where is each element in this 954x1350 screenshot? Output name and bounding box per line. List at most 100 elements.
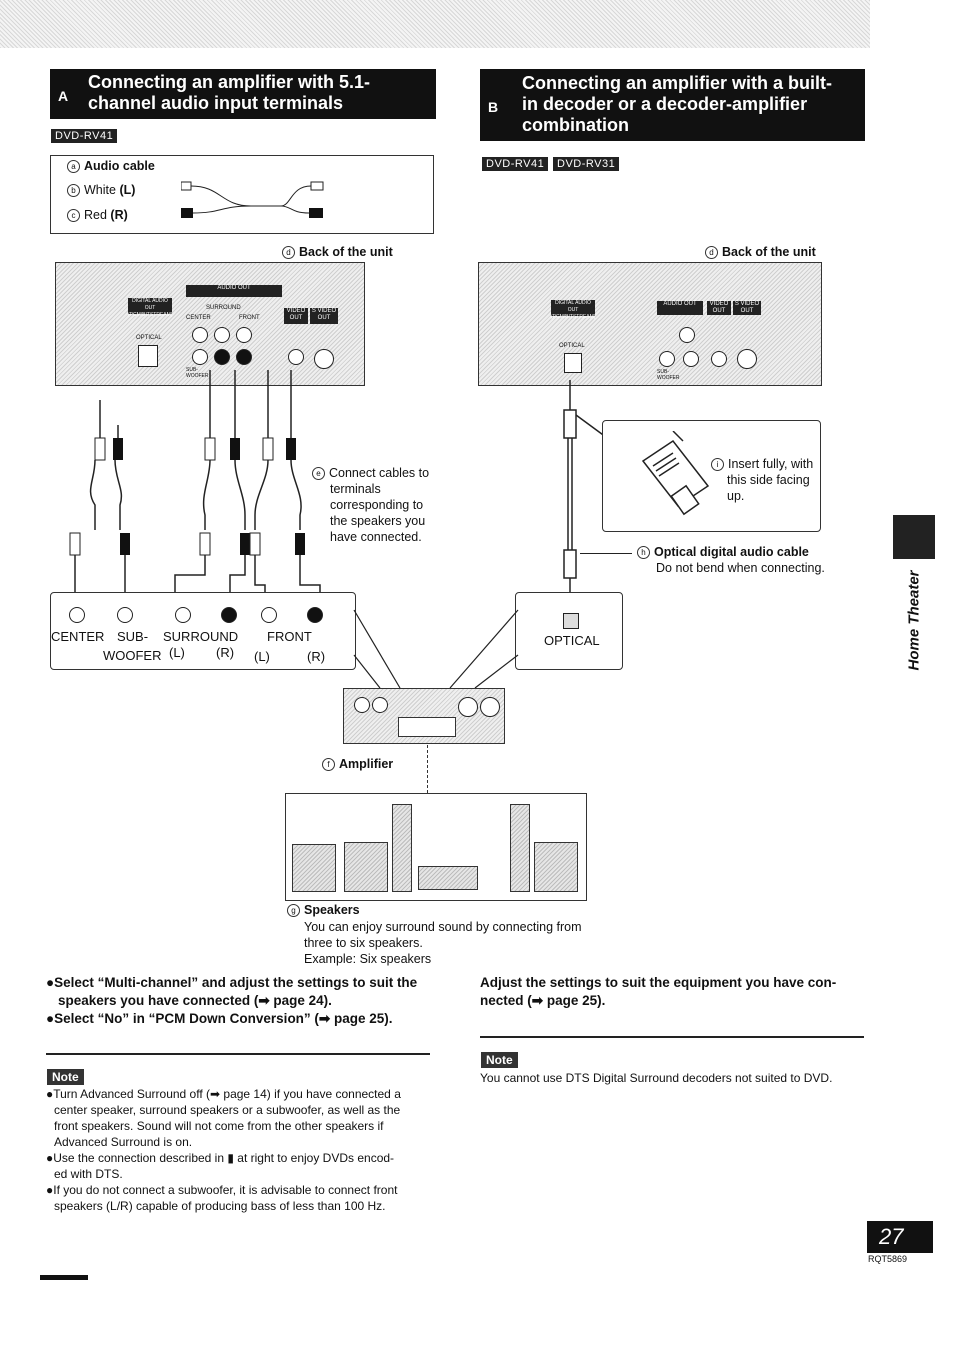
amp-knob-2 [372, 697, 388, 713]
amp-center-jack [69, 607, 85, 623]
amp-knob-1 [354, 697, 370, 713]
amp-optical-port [563, 613, 579, 629]
speaker-surround-l [344, 842, 388, 892]
video-out-label-b: VIDEO OUT [707, 301, 731, 315]
svideo-out-jack-b [737, 349, 757, 369]
note-b: You cannot use DTS Digital Surround deco… [480, 1071, 833, 1085]
amp-front-l-label: (L) [254, 649, 270, 664]
front-l-jack-a [236, 327, 252, 343]
section-a-letter: A [58, 88, 69, 104]
speaker-surround-r [534, 842, 578, 892]
video-out-jack-b [711, 351, 727, 367]
amplifier-illustration [343, 688, 505, 744]
amp-display [398, 717, 456, 737]
svideo-out-label-a: S VIDEO OUT [310, 308, 338, 324]
amp-knob-4 [480, 697, 500, 717]
speaker-center [418, 866, 478, 890]
optical-port-a [138, 345, 158, 367]
audio-r-jack-b [683, 351, 699, 367]
amp-center-label: CENTER [51, 629, 105, 644]
model-badge-rv31-b: DVD-RV31 [553, 157, 620, 171]
top-pattern-band [0, 0, 870, 48]
digital-out-label-a: DIGITAL AUDIO OUT (PCM/BITSTREAM) [128, 298, 173, 318]
subwoofer-label-a: SUB-WOOFER [186, 367, 209, 379]
audio-out-label-b: AUDIO OUT [657, 301, 703, 315]
amp-sur-l-label: (L) [169, 645, 185, 660]
amp-front-r-jack [307, 607, 323, 623]
surround-label-a: SURROUND [206, 305, 241, 311]
section-b-letter: B [488, 99, 499, 115]
amp-surround-r-jack [221, 607, 237, 623]
amp-woofer-label: WOOFER [103, 648, 162, 663]
cable-illustration [181, 181, 324, 218]
amp-optical-label: OPTICAL [544, 633, 600, 648]
model-badge-rv41-b: DVD-RV41 [482, 157, 549, 171]
optical-cable-sub: Do not bend when connecting. [656, 561, 825, 575]
amp-callout-lines [353, 609, 519, 689]
side-tab-block [893, 515, 935, 559]
optical-callout-line [580, 553, 632, 554]
subwoofer-label-b: SUB-WOOFER [657, 369, 680, 381]
speaker-subwoofer [292, 844, 336, 892]
instructions-a: ●Select “Multi-channel” and adjust the s… [46, 975, 418, 1026]
subwoofer-jack-a [192, 349, 208, 365]
speaker-front-l [392, 804, 412, 892]
note-badge-b: Note [481, 1052, 518, 1068]
section-a-title: Connecting an amplifier with 5.1- channe… [88, 72, 371, 113]
optical-port-b [564, 353, 582, 373]
amp-subwoofer-jack [117, 607, 133, 623]
instructions-b: Adjust the settings to suit the equipmen… [480, 975, 837, 1008]
optical-label-a: OPTICAL [136, 335, 162, 341]
section-a-header: A Connecting an amplifier with 5.1- chan… [50, 69, 436, 119]
amp-sur-r-label: (R) [216, 645, 235, 660]
surround-r-jack-a [214, 349, 230, 365]
amp-surround-l-jack [175, 607, 191, 623]
doc-code: RQT5869 [868, 1254, 908, 1264]
amp-surround-label: SURROUND [163, 629, 239, 644]
optical-label-b: OPTICAL [559, 343, 585, 349]
amp-to-speakers-line [427, 745, 428, 793]
amp-optical-box-b: OPTICAL [515, 592, 623, 670]
surround-l-jack-a [214, 327, 230, 343]
wiring-diagram-a [69, 370, 321, 600]
side-tab-label: Home Theater [905, 570, 923, 671]
speaker-front-r [510, 804, 530, 892]
notes-a: ●Turn Advanced Surround off (➡ page 14) … [46, 1087, 401, 1213]
video-out-jack-a [288, 349, 304, 365]
model-badge-rv41: DVD-RV41 [51, 129, 118, 143]
svideo-out-jack-a [314, 349, 334, 369]
divider-a [46, 1053, 430, 1055]
front-label-a: FRONT [239, 315, 260, 321]
center-label-a: CENTER [186, 315, 211, 321]
speakers-desc: You can enjoy surround sound by connecti… [304, 920, 582, 966]
front-r-jack-a [236, 349, 252, 365]
page-number-box: 27 [867, 1221, 933, 1253]
optical-plug-icon [641, 431, 710, 516]
center-jack-a [192, 327, 208, 343]
page-number: 27 [879, 1224, 904, 1249]
svideo-out-label-b: S VIDEO OUT [733, 301, 761, 315]
divider-b [480, 1036, 864, 1038]
amp-knob-3 [458, 697, 478, 717]
amp-front-label: FRONT [267, 629, 312, 644]
audio-out-label-a: AUDIO OUT [186, 285, 282, 297]
amp-sub-label: SUB- [117, 629, 149, 644]
digital-out-label-b: DIGITAL AUDIO OUT (PCM/BITSTREAM) [551, 300, 596, 320]
section-b-title: Connecting an amplifier with a built- in… [522, 73, 833, 135]
speakers-box [285, 793, 587, 901]
footer-rule [40, 1275, 88, 1280]
unit-back-panel-b: DIGITAL AUDIO OUT (PCM/BITSTREAM) OPTICA… [478, 262, 822, 386]
audio-sub-jack-b [659, 351, 675, 367]
audio-l-jack-b [679, 327, 695, 343]
